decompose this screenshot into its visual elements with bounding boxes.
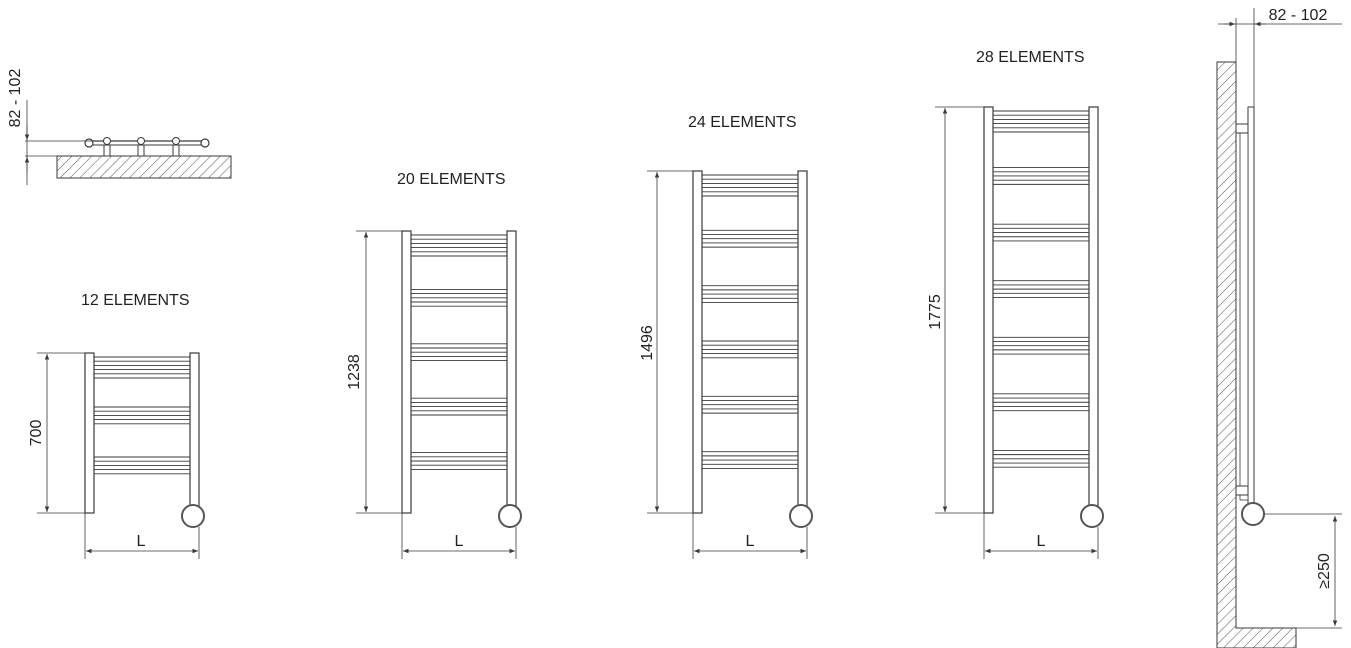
radiator-column-right [1088, 106, 1099, 514]
side-view-wall [1216, 61, 1297, 648]
radiator-28-label: 28 ELEMENTS [976, 49, 1084, 66]
radiator-24-label: 24 ELEMENTS [688, 114, 796, 131]
radiator-12-elements: 12 ELEMENTS 700 L [28, 292, 205, 559]
radiator-valve [1080, 504, 1104, 528]
side-view-valve [1241, 502, 1265, 526]
radiator-column-left [401, 230, 412, 514]
radiator-20-height: 1238 [346, 354, 363, 390]
radiator-column-right [797, 170, 808, 514]
side-view-depth-label: 82 - 102 [1269, 7, 1328, 24]
radiator-24-width: L [746, 533, 755, 550]
radiator-column-left [692, 170, 703, 514]
top-view-collector-left [84, 138, 94, 148]
radiator-28-width: L [1037, 533, 1046, 550]
side-view-bracket-bottom [1235, 485, 1249, 496]
radiator-24-height: 1496 [639, 325, 656, 361]
side-view-clearance-label: ≥250 [1316, 553, 1333, 589]
radiator-12-label: 12 ELEMENTS [81, 292, 189, 309]
top-view-depth-label: 82 - 102 [7, 69, 24, 128]
top-view-collector-right [200, 138, 210, 148]
top-view-diagram: 82 - 102 [7, 69, 232, 185]
radiator-valve [789, 504, 813, 528]
side-view-collector [1247, 106, 1255, 508]
radiator-28-elements: 28 ELEMENTS 1775 L [927, 49, 1104, 559]
radiator-12-height: 700 [28, 420, 45, 447]
top-view-bracket-cap [172, 137, 180, 145]
side-view-bracket-top [1235, 123, 1249, 134]
top-view-bracket-cap [103, 137, 111, 145]
top-view-bracket [103, 144, 111, 157]
radiator-12-width: L [137, 533, 146, 550]
side-view-diagram: 82 - 102 ≥250 [1216, 7, 1342, 648]
top-view-bracket [172, 144, 180, 157]
top-view-bracket [137, 144, 145, 157]
radiator-column-right [506, 230, 517, 514]
radiator-valve [498, 504, 522, 528]
radiator-column-left [983, 106, 994, 514]
radiator-20-label: 20 ELEMENTS [397, 171, 505, 188]
radiator-column-right [189, 352, 200, 514]
radiator-20-width: L [455, 533, 464, 550]
side-view-bars [1239, 132, 1249, 501]
radiator-column-left [84, 352, 95, 514]
radiator-28-height: 1775 [927, 294, 944, 330]
radiator-24-elements: 24 ELEMENTS 1496 L [639, 114, 813, 559]
top-view-bracket-cap [137, 137, 145, 145]
radiator-valve [181, 504, 205, 528]
top-view-wall [56, 155, 232, 179]
radiator-20-elements: 20 ELEMENTS 1238 L [346, 171, 522, 559]
